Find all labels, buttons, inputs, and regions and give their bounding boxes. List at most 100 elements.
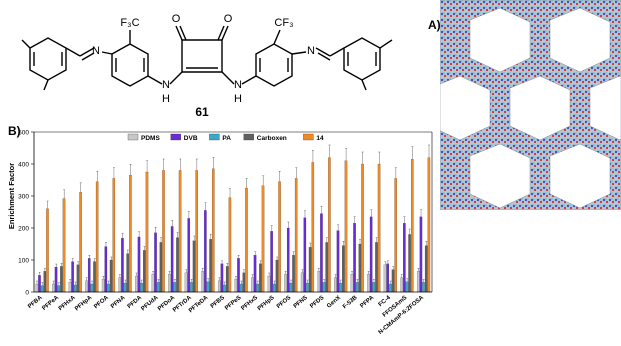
bar-carboxen bbox=[126, 253, 129, 293]
bar-14 bbox=[62, 198, 66, 293]
bar-14 bbox=[394, 178, 397, 293]
bar-dvb bbox=[320, 213, 323, 293]
bar-dvb bbox=[187, 218, 191, 293]
bar-pa bbox=[173, 282, 177, 293]
bar-14 bbox=[95, 181, 99, 293]
x-tick-label: PFOS bbox=[276, 295, 292, 310]
bar-pa bbox=[306, 282, 309, 293]
bar-dvb bbox=[204, 210, 207, 293]
bar-pdms bbox=[234, 279, 238, 293]
bar-pa bbox=[273, 283, 276, 293]
imine-n-right: N bbox=[307, 45, 315, 57]
bar-carboxen bbox=[424, 245, 428, 293]
compound-number: 61 bbox=[195, 105, 209, 119]
bar-carboxen bbox=[209, 239, 212, 293]
right-aryl-ring bbox=[255, 43, 293, 87]
bar-pa bbox=[206, 281, 210, 293]
bar-carboxen bbox=[292, 255, 295, 293]
bar-pdms bbox=[217, 280, 221, 293]
bar-carboxen bbox=[358, 243, 362, 293]
x-tick-label: PFPeA bbox=[41, 295, 60, 312]
cf3-left: F₃C bbox=[120, 17, 139, 29]
bar-pdms bbox=[251, 277, 254, 293]
bar-dvb bbox=[353, 223, 356, 293]
bar-14 bbox=[145, 171, 149, 293]
bar-dvb bbox=[54, 266, 58, 293]
h-left: H bbox=[162, 93, 170, 105]
bar-dvb bbox=[104, 246, 108, 293]
bar-pdms bbox=[317, 271, 321, 293]
bar-pdms bbox=[383, 264, 387, 293]
bar-pdms bbox=[284, 274, 287, 293]
bar-dvb bbox=[419, 216, 423, 293]
legend-label: PA bbox=[222, 135, 231, 142]
bar-dvb bbox=[237, 258, 240, 293]
bar-carboxen bbox=[275, 259, 279, 293]
left-benzene-ring bbox=[29, 37, 67, 81]
bar-pdms bbox=[400, 277, 403, 293]
nh-right: N bbox=[234, 79, 242, 91]
bar-14 bbox=[162, 170, 165, 293]
bar-pa bbox=[355, 282, 359, 293]
bar-pa bbox=[123, 282, 127, 293]
bar-group bbox=[35, 144, 431, 293]
bar-pa bbox=[190, 282, 193, 293]
legend-label: 14 bbox=[316, 135, 324, 142]
nh-left: N bbox=[162, 79, 170, 91]
bar-pdms bbox=[416, 271, 420, 293]
bar-pa bbox=[256, 283, 260, 293]
bar-14 bbox=[294, 178, 298, 293]
x-tick-label: PFNS bbox=[293, 295, 309, 310]
bar-pa bbox=[74, 284, 77, 293]
bar-dvb bbox=[121, 238, 124, 293]
bar-pa bbox=[422, 282, 425, 293]
bar-14 bbox=[361, 163, 364, 293]
bar-carboxen bbox=[159, 242, 163, 293]
bar-14 bbox=[411, 159, 414, 293]
x-tick-label: PFNA bbox=[110, 295, 127, 311]
h-right: H bbox=[234, 93, 242, 105]
bar-pa bbox=[239, 283, 243, 293]
x-tick-label: PFHxS bbox=[240, 295, 259, 312]
bar-pa bbox=[156, 282, 160, 293]
x-tick-label: PFPA bbox=[359, 295, 375, 310]
bar-14 bbox=[129, 175, 132, 293]
bar-carboxen bbox=[93, 261, 96, 293]
bar-carboxen bbox=[225, 266, 229, 293]
bar-carboxen bbox=[192, 240, 196, 293]
bar-dvb bbox=[403, 223, 406, 293]
chemical-structure: N F₃C N H O O N H CF₃ N 61 bbox=[21, 13, 393, 119]
bar-carboxen bbox=[342, 245, 345, 293]
bar-carboxen bbox=[43, 271, 47, 293]
bar-pa bbox=[389, 283, 392, 293]
x-tick-label: PFHpS bbox=[257, 295, 276, 312]
bar-dvb bbox=[336, 230, 340, 293]
bar-14 bbox=[178, 170, 182, 293]
bar-pa bbox=[107, 283, 110, 293]
bar-dvb bbox=[220, 263, 224, 293]
bar-pa bbox=[372, 282, 376, 293]
bar-dvb bbox=[71, 261, 74, 293]
bar-pdms bbox=[334, 277, 337, 293]
legend-swatch bbox=[303, 133, 314, 141]
right-benzene-ring bbox=[343, 37, 381, 81]
bar-14 bbox=[344, 160, 348, 293]
legend-swatch bbox=[127, 133, 139, 141]
y-tick-label: 100 bbox=[18, 258, 29, 265]
bar-carboxen bbox=[325, 242, 328, 293]
x-tick-label: GenX bbox=[326, 295, 342, 310]
bar-pdms bbox=[118, 277, 122, 293]
bar-carboxen bbox=[60, 266, 63, 293]
bar-carboxen bbox=[109, 259, 113, 293]
x-tick-label: F-53B bbox=[342, 295, 359, 311]
bar-dvb bbox=[386, 263, 390, 293]
bar-14 bbox=[79, 192, 82, 293]
bar-carboxen bbox=[375, 242, 378, 293]
bar-pdms bbox=[101, 279, 105, 293]
y-tick-label: 500 bbox=[18, 130, 29, 137]
bar-pdms bbox=[68, 282, 72, 293]
bar-14 bbox=[261, 185, 265, 293]
y-tick-label: 400 bbox=[18, 162, 29, 169]
bar-carboxen bbox=[308, 247, 312, 293]
